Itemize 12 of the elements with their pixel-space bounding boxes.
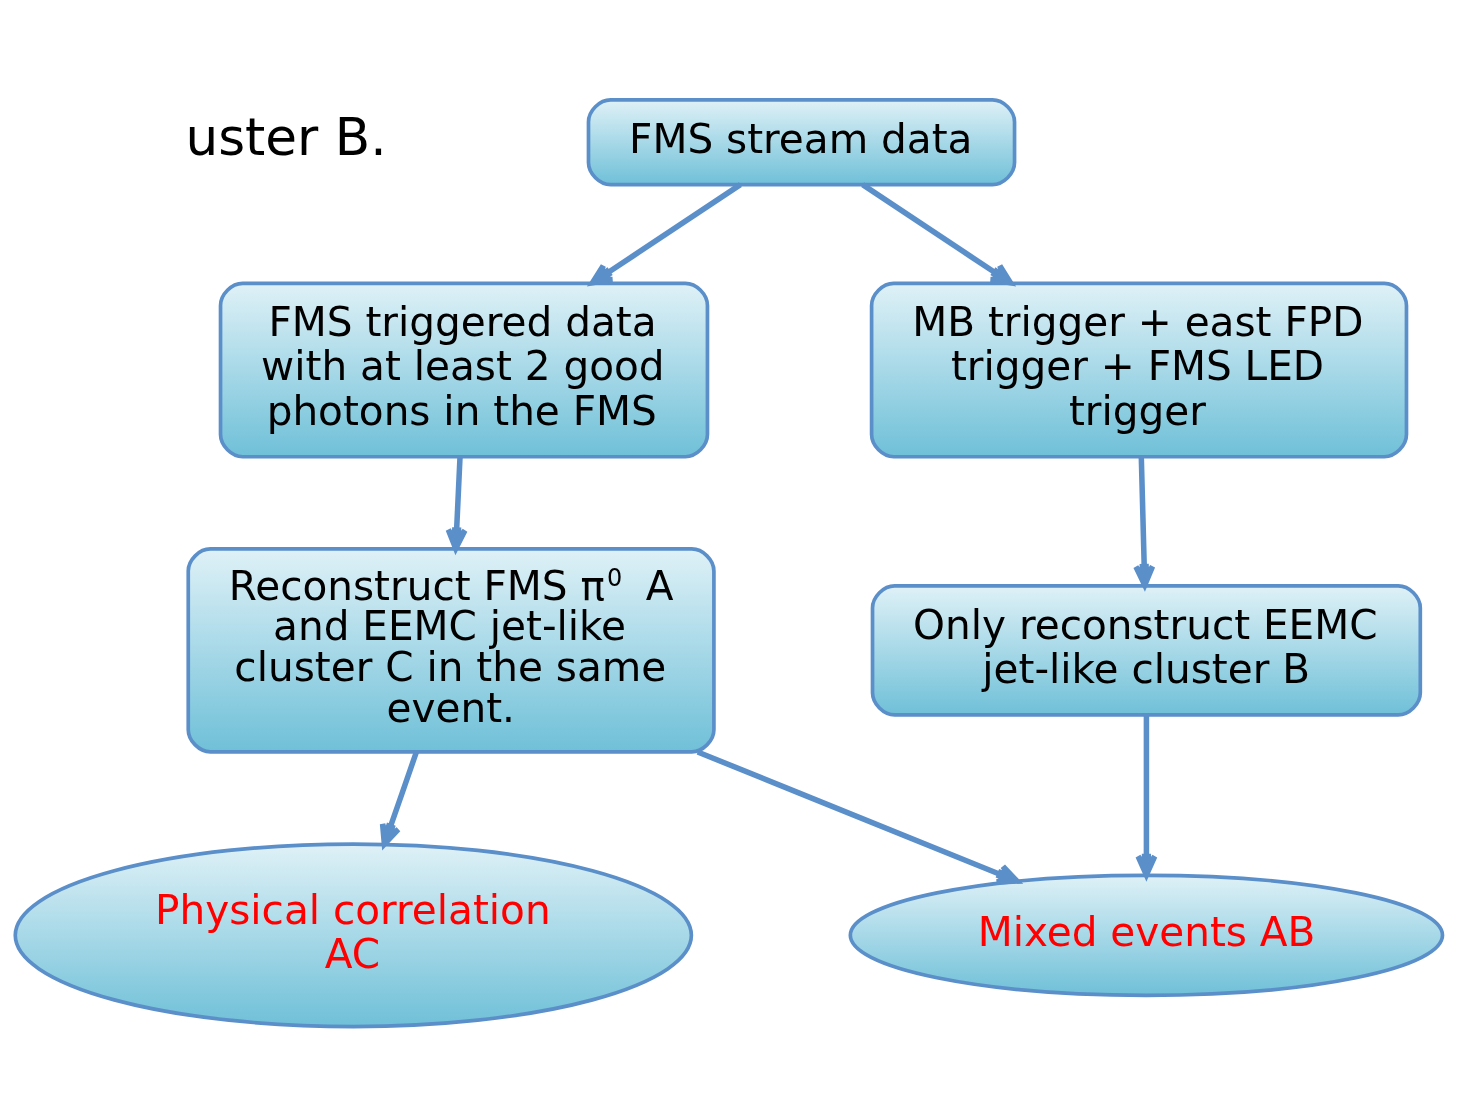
label: uster B. [185, 106, 387, 167]
node-ellipse: Physical correlation AC [13, 842, 694, 1029]
node-box: FMS triggered data with at least 2 good photons in the FMS [218, 281, 710, 459]
node-box: Only reconstruct EEMC jet-like cluster B [870, 584, 1423, 717]
node-box: Reconstruct FMS π$^{0}$ A and EEMC jet-like cluster C in the same event. [186, 547, 716, 754]
arrow [445, 457, 468, 552]
arrow [589, 182, 742, 286]
arrow [861, 182, 1014, 286]
node-box: MB trigger + east FPD trigger + FMS LED trigger [869, 281, 1409, 459]
node-box: FMS stream data [586, 98, 1017, 187]
node-ellipse: Mixed events AB [848, 873, 1445, 998]
arrow [696, 749, 1020, 885]
